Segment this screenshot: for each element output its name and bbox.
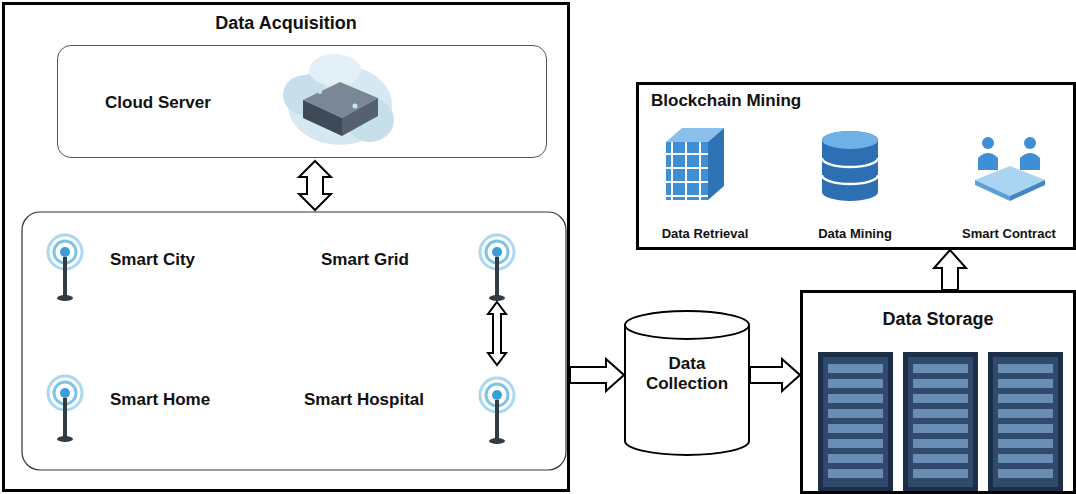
cloud-image [283, 54, 394, 145]
db-top [822, 131, 878, 149]
light-dot [363, 124, 367, 128]
storage-box: Data Storage [800, 290, 1076, 494]
node-label: Smart Home [110, 390, 210, 410]
node-label: Smart Grid [321, 250, 409, 270]
double-arrow [299, 161, 331, 210]
cube-side [708, 128, 724, 200]
box-title: Data Acquisition [215, 13, 356, 35]
contract-edge [975, 180, 1010, 201]
hollow-arrow [934, 250, 966, 290]
group-box: Data AcquisitionCloud ServerSmart CitySm… [2, 2, 570, 492]
antenna-icon [48, 235, 82, 301]
person-head [1024, 137, 1036, 149]
device-node: Smart Hospital [300, 365, 518, 445]
server-side [303, 100, 342, 136]
hollow-arrow [570, 359, 624, 391]
database-icon [822, 131, 878, 201]
antenna-icon [480, 378, 514, 444]
person-head [982, 137, 994, 149]
db-ring [822, 175, 878, 184]
device-node: Smart Home [40, 370, 240, 444]
box-title: Data Storage [882, 309, 993, 331]
db-body [822, 131, 878, 201]
antenna-icon [48, 376, 82, 442]
cube-front [666, 142, 708, 200]
node-label: Smart City [110, 250, 195, 270]
server-rack [903, 352, 978, 492]
node-label: Smart Contract [962, 226, 1056, 242]
node-label: Data Retrieval [662, 226, 749, 242]
server-rack [988, 352, 1063, 492]
box-title: Cloud Server [105, 93, 211, 113]
function-node: Data Mining [800, 222, 910, 244]
antenna-icon [480, 235, 514, 301]
function-node: Smart Contract [948, 222, 1070, 244]
cube-icon [666, 128, 724, 200]
group-box: Blockchain MiningData Retrieval Data Mini… [636, 82, 1076, 250]
server-box: Cloud Server [57, 45, 547, 158]
server-rack [818, 352, 893, 492]
node-label: Data Mining [818, 226, 892, 242]
light-dot [353, 104, 358, 109]
node-label: Smart Hospital [304, 390, 424, 410]
contract-sheet [975, 166, 1045, 196]
hollow-arrow [750, 359, 800, 391]
device-node: Smart Grid [318, 228, 518, 302]
cylinder-body [625, 311, 749, 455]
contract-edge [1010, 180, 1045, 201]
device-group-box [22, 212, 566, 470]
hollow-arrow [488, 302, 506, 365]
node-label: Data Collection [637, 354, 737, 395]
function-node: Data Retrieval [645, 222, 765, 244]
storage-cylinder: Data Collection [624, 310, 750, 456]
server-side [342, 98, 378, 136]
contract-icon [975, 137, 1045, 201]
device-node: Smart City [40, 228, 240, 302]
box-title: Blockchain Mining [651, 91, 801, 111]
cylinder-rim [625, 325, 749, 339]
db-ring [822, 158, 878, 167]
person-body [978, 153, 998, 170]
person-body [1020, 153, 1040, 170]
cloud-blob [309, 54, 361, 86]
light-dot [318, 90, 322, 94]
